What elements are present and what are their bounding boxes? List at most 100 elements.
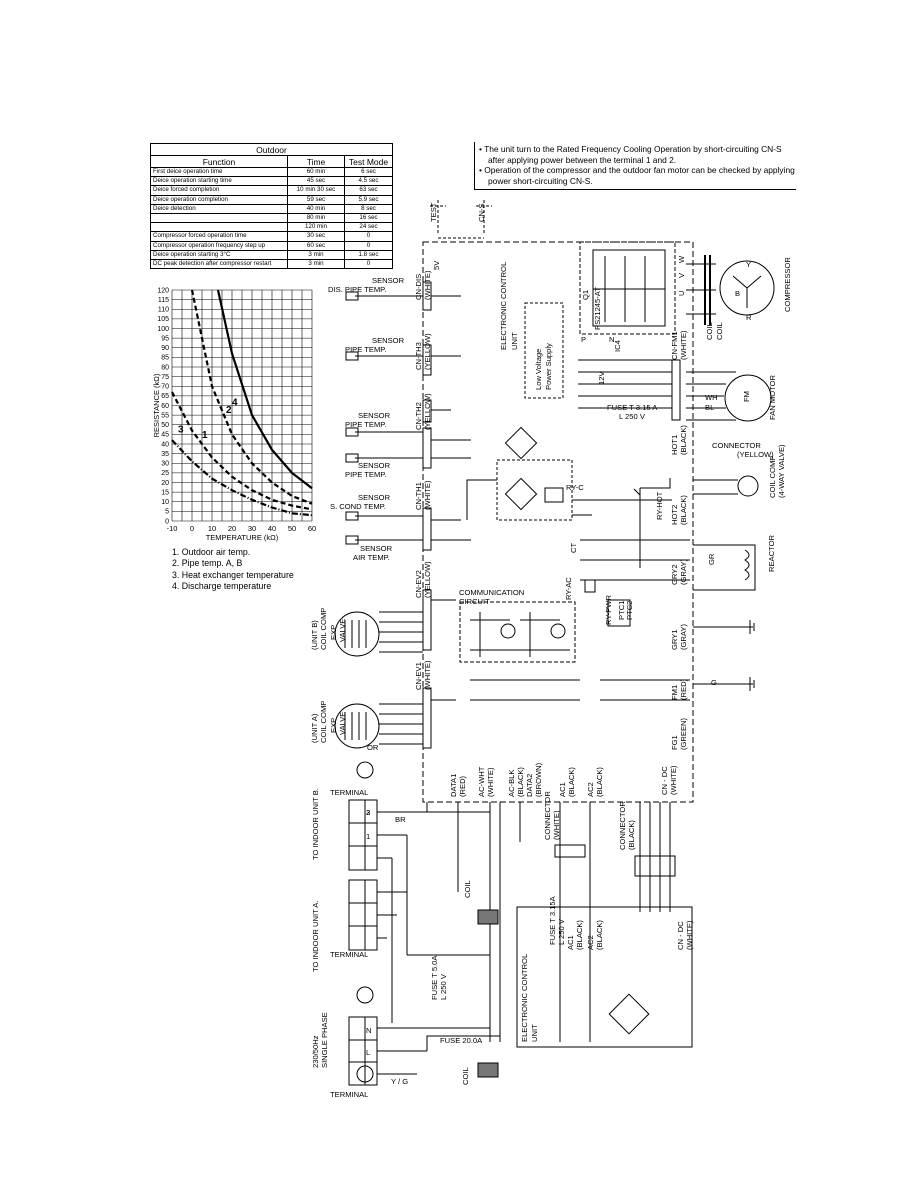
schematic-label-ac2-c: (BLACK) [595,767,604,797]
table-row: DC peak detection after compressor resta… [150,258,393,270]
schematic-label-exp-b: EXP [329,625,338,640]
schematic-label-cn-th1-c: (WHITE) [423,480,432,510]
schematic-label-power1: 230/50Hz [311,1035,320,1068]
ipm-bridge [592,249,666,327]
row-test-mode: 0 [344,240,393,251]
schematic-label-valve-b: VALVE [338,619,347,642]
legend-item: 1. Outdoor air temp. [172,547,251,557]
y-tick-label: 75 [161,374,169,381]
schematic-label-Y: Y [746,260,751,269]
schematic-label-v5: 5V [432,260,441,270]
schematic-label-data1-c: (RED) [458,775,467,797]
schematic-label-ptc1: PTC1 [617,601,626,620]
schematic-label-coil-comp-b: COIL COMP [319,608,328,650]
y-tick-label: 120 [157,287,169,294]
x-axis-label: TEMPERATURE (kΩ) [206,533,279,542]
y-tick-label: 110 [158,307,169,314]
y-axis-label: RESISTANCE (kΩ) [152,373,161,437]
x-tick-label: 50 [288,524,296,533]
schematic-label-hot1: HOT1 [670,435,679,455]
y-tick-label: 0 [165,518,169,525]
schematic-label-fg1: FG1 [670,735,679,750]
schematic-label-ac2b-c: (BLACK) [595,920,604,950]
outdoor-timing-table: Outdoor Function Time Test Mode First de… [150,143,393,270]
x-tick-label: 20 [228,524,236,533]
schematic-label-terminal2: TERMINAL [330,950,368,959]
y-tick-label: 20 [161,480,169,487]
row-test-mode: 6 sec [344,166,393,178]
schematic-label-ry-pwr: RY-PWR [604,595,613,625]
reactor-symbol [693,544,756,591]
schematic-label-gry1: GRY1 [670,629,679,650]
y-tick-label: 5 [165,509,169,516]
terminal-unit-a [348,879,378,951]
schematic-label-gr: GR [707,553,716,565]
x-tick-label: -10 [167,524,178,533]
y-tick-label: 115 [158,297,169,304]
y-tick-label: 25 [161,470,169,477]
schematic-label-fm1: FM1 [670,685,679,700]
y-tick-label: 80 [161,364,169,371]
schematic-label-cn-dis-c: (WHITE) [423,270,432,300]
schematic-label-v12: 12V [597,371,606,385]
schematic-label-coil-comp-a: COIL COMP [319,701,328,743]
schematic-label-coil-bot: COIL [461,1067,470,1085]
schematic-label-cn-ev2: CN-EV2 [414,570,423,598]
schematic-label-terminal3: TERMINAL [330,1090,368,1099]
legend-item: 4. Discharge temperature [172,581,272,592]
row-test-mode: 8 sec [344,203,393,214]
schematic-label-sensor-cond: SENSOR [358,493,391,502]
schematic-label-ecu1: ELECTRONIC CONTROL [499,262,508,350]
schematic-label-coil2: COIL [715,322,724,340]
connector-black [634,855,676,877]
schematic-label-ptc2: PTC2 [625,601,634,620]
schematic-label-t2: 2 [366,808,370,817]
schematic-label-V: V [677,272,686,278]
schematic-label-fg1-c: (GREEN) [679,717,688,750]
schematic-label-U: U [677,291,686,296]
schematic-label-conn-w-c: (WHITE) [552,810,561,840]
schematic-label-R: R [746,313,752,322]
ipm-outline [579,241,676,335]
schematic-label-pipe-temp2: PIPE TEMP. [345,420,387,429]
schematic-label-hot1-c: (BLACK) [679,425,688,455]
y-tick-label: 85 [161,355,169,362]
schematic-label-sensor-pipe3: SENSOR [358,461,391,470]
schematic-label-ry-c: RY-C [566,483,584,492]
schematic-label-exp-a: EXP [329,718,338,733]
legend-item: 3. Heat exchanger temperature [172,569,294,580]
y-tick-label: 10 [161,499,169,506]
schematic-label-coil: COIL [705,322,714,340]
schematic-label-cn-dc: CN - DC [660,766,669,795]
row-test-mode: 63 sec [344,185,393,196]
schematic-label-acwht-c: (WHITE) [486,767,495,797]
row-test-mode: 5.9 sec [344,194,393,205]
schematic-label-coil-4way2: (4-WAY VALVE) [777,444,786,498]
schematic-label-circuit: CIRCUIT [459,597,490,606]
schematic-label-dis-pipe: DIS. PIPE TEMP. [328,285,386,294]
schematic-label-cn-dc-c: (WHITE) [669,765,678,795]
row-test-mode: 0 [344,258,393,270]
schematic-label-ecu-b1: ELECTRONIC CONTROL [520,954,529,1042]
series-line [171,439,313,517]
series-label: 4 [232,398,238,409]
schematic-label-ic4: IC4 [613,340,622,352]
chart-legend: 1. Outdoor air temp. 2. Pipe temp. A, B … [172,547,294,593]
coil-core [477,909,499,925]
schematic-label-ecu2: UNIT [510,332,519,350]
schematic-label-conn-b-c: (BLACK) [627,820,636,850]
schematic-label-reactor: REACTOR [767,534,776,572]
schematic-label-fuse1: FUSE T 3.15 A [607,403,658,412]
schematic-label-hot2: HOT2 [670,505,679,525]
schematic-label-cn-dc2: CN - DC [676,921,685,950]
schematic-label-cns: CN-S [477,203,486,222]
note-2: • Operation of the compressor and the ou… [479,165,795,186]
y-tick-label: 40 [161,441,169,448]
schematic-label-to-a: TO INDOOR UNIT A. [311,901,320,972]
